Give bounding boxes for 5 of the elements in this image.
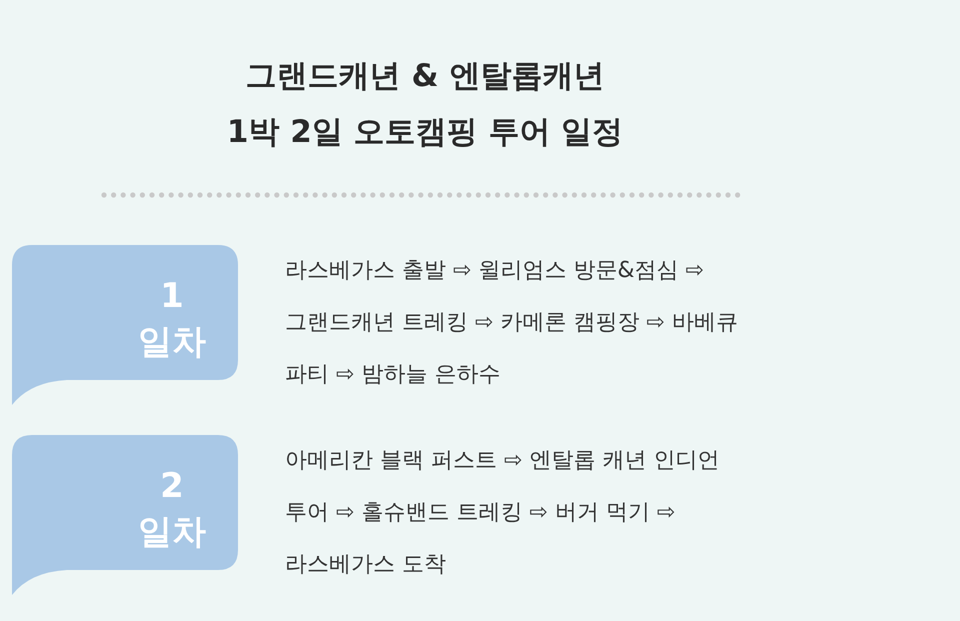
day-label: 1 일차 (137, 275, 207, 364)
day-label: 2 일차 (137, 465, 207, 554)
title: 그랜드캐년 & 엔탈롭캐년 1박 2일 오토캠핑 투어 일정 (226, 57, 624, 152)
itinerary-text: 아메리칸 블랙 퍼스트 ⇨ 엔탈롭 캐년 인디언 투어 ⇨ 홀슈밴드 트레킹 ⇨ 버거 먹기 ⇨ 라스베가스 도착 (285, 447, 720, 579)
itinerary-text: 라스베가스 출발 ⇨ 윌리엄스 방문&점심 ⇨ 그랜드캐년 트레킹 ⇨ 카메론 캠핑장 ⇨ 바베큐 파티 ⇨ 밤하늘 은하수 (285, 257, 739, 389)
